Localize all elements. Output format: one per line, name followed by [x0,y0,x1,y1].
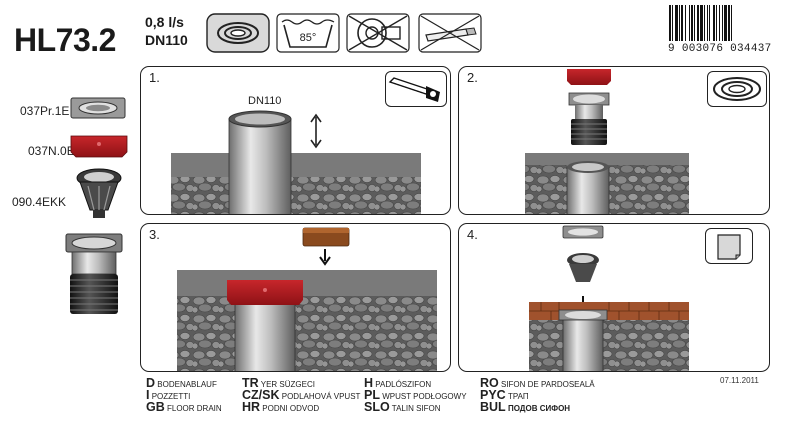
lang-text-pyc: ТРАП [507,392,529,401]
step-number-3: 3. [149,227,160,242]
lang-code-slo: SLO [364,400,390,414]
pipe-size-label: DN110 [248,95,282,107]
revision-date: 07.11.2011 [720,376,759,385]
pipe-size: DN110 [145,32,188,48]
step-2-scene [525,69,689,214]
model-number: HL73.2 [14,22,116,58]
gasket-ring-icon [713,77,761,101]
lang-col-4: RO SIFON DE PARDOSEALĂ PYC ТРАП BUL ПОДО… [480,376,595,414]
barcode-digits: 003076 034437 [681,43,772,55]
lang-text-h: PADLÓSZIFON [375,380,432,389]
barcode-number: 9 003076 034437 [668,43,772,55]
lang-code-pyc: PYC [480,388,506,402]
hot-water-85-icon: 85° [276,13,340,53]
part-label-cover: 037N.0E [28,144,75,158]
gasket-ring-icon [206,13,270,53]
lang-code-tr: TR [242,376,259,390]
step-panel-3: 3. [140,223,451,372]
step-4-scene [529,225,689,371]
temperature-value: 85° [300,32,317,44]
tile-icon [717,234,741,260]
down-arrow-icon [319,249,331,266]
lang-text-gb: FLOOR DRAIN [166,404,222,413]
lang-code-ro: RO [480,376,499,390]
tool-box-2 [707,71,767,107]
barcode-leading-digit: 9 [668,43,675,55]
lang-text-tr: YER SÜZGECI [260,380,315,389]
lang-text-hr: PODNI ODVOD [262,404,320,413]
lang-text-bul: ПОДОВ СИФОН [507,404,571,413]
lang-code-d: D [146,376,156,390]
lang-text-i: POZZETTI [151,392,191,401]
barcode [669,5,732,41]
lang-code-h: H [364,376,374,390]
step-number-1: 1. [149,70,160,85]
saw-icon [388,77,440,102]
drain-body-icon [65,233,123,314]
step-1-scene [171,110,421,214]
lang-code-gb: GB [146,400,165,414]
lang-code-czsk: CZ/SK [242,388,280,402]
no-cigarette-icon [418,13,482,53]
tool-box-4 [705,228,753,264]
step-panel-4: 4. [458,223,770,372]
no-vehicle-icon [346,13,410,53]
lang-text-ro: SIFON DE PARDOSEALĂ [500,380,595,389]
lang-col-2: TR YER SÜZGECI CZ/SK PODLAHOVÁ VPUST HR … [242,376,361,414]
lang-text-d: BODENABLAUF [157,380,217,389]
lang-text-slo: TALIN SIFON [391,404,441,413]
red-cover-icon [70,135,128,158]
lang-text-czsk: PODLAHOVÁ VPUST [281,392,361,401]
step-3-scene [177,227,437,371]
lang-code-i: I [146,388,150,402]
lang-col-3: H PADLÓSZIFON PL WPUST PODŁOGOWY SLO TAL… [364,376,467,414]
trap-insert-icon [76,168,122,218]
lang-code-hr: HR [242,400,261,414]
lang-text-pl: WPUST PODŁOGOWY [382,392,467,401]
grate-frame-icon [70,97,126,119]
step-panel-2: 2. [458,66,770,215]
step-panel-1: 1. DN110 [140,66,451,215]
tool-box-1 [385,71,447,107]
step-number-4: 4. [467,227,478,242]
tile-layer [529,302,689,320]
flow-rate: 0,8 l/s [145,14,184,30]
height-adjust-arrow-icon [310,113,322,149]
lang-code-bul: BUL [480,400,506,414]
lang-code-pl: PL [364,388,380,402]
part-label-grate: 037Pr.1E [20,104,70,118]
lang-col-1: D BODENABLAUF I POZZETTI GB FLOOR DRAIN [146,376,222,414]
part-label-trap: 090.4EKK [12,195,67,209]
step-number-2: 2. [467,70,478,85]
